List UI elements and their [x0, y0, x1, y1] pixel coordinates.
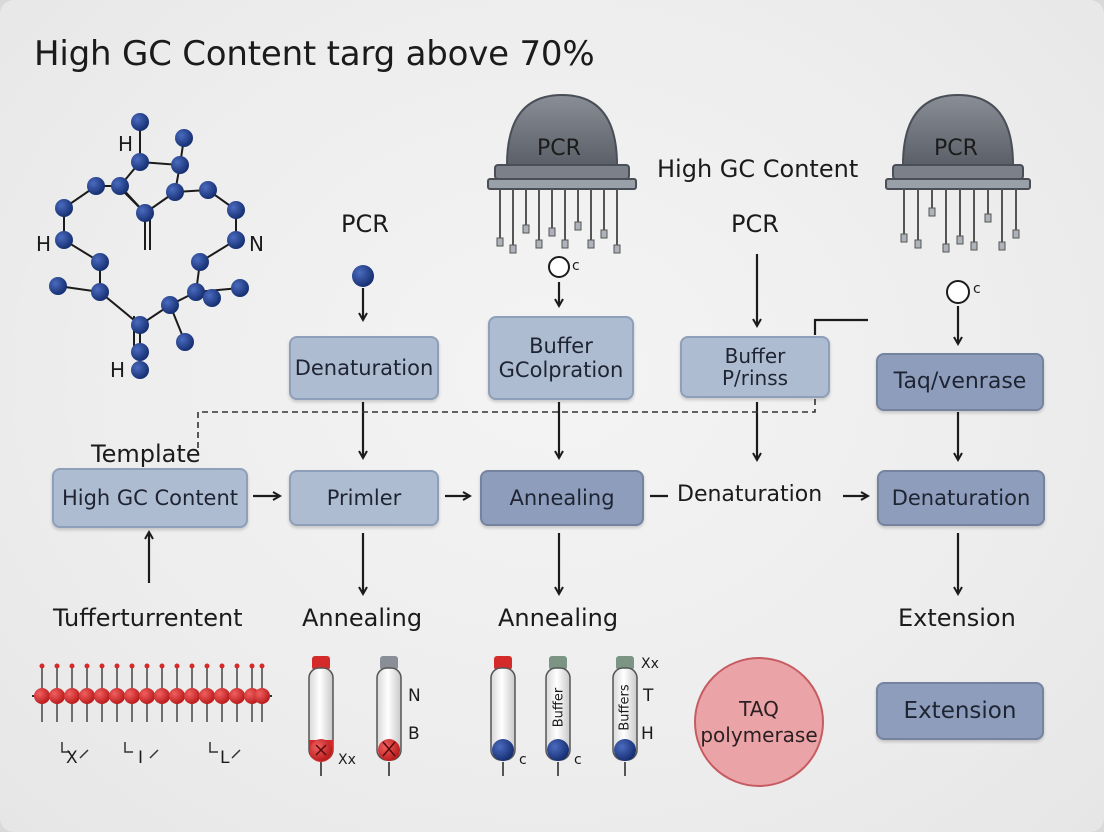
buffer-gc-line1: Buffer — [529, 334, 593, 358]
extension-box[interactable]: Extension — [876, 682, 1044, 740]
buffer-primers-line1: Buffer — [724, 344, 786, 368]
tube-label-h: H — [641, 724, 654, 744]
buffer-primers-line2: P/rinss — [721, 366, 789, 390]
template-label: Template — [91, 440, 201, 468]
tuffer-label: Tufferturrentent — [53, 604, 243, 632]
taq-label-line1: TAQ — [739, 697, 779, 721]
buffer-gc-line2: GColpration — [498, 358, 624, 382]
oxygen-label-right: c — [973, 281, 981, 297]
denaturation-box-top[interactable]: Denaturation — [289, 336, 439, 400]
pcr-label-left: PCR — [341, 210, 389, 238]
high-gc-content-box[interactable]: High GC Content — [52, 468, 248, 528]
molecule-atoms — [49, 113, 249, 379]
tube-label-c2: c — [574, 752, 582, 768]
tube-label-buffer2: Buffers — [617, 684, 633, 731]
strand-mark-2: I — [138, 748, 144, 768]
tube-label-c1: c — [519, 752, 527, 768]
oxygen-marker-1 — [548, 256, 570, 278]
denaturation-text: Denaturation — [677, 482, 823, 507]
tube-label-buffer1: Buffer — [551, 687, 567, 728]
flow-arrows — [149, 254, 958, 594]
strand-mark-1: X — [66, 748, 78, 768]
tube-4 — [545, 656, 571, 776]
molecule-label-h1: H — [118, 132, 134, 156]
buffer-primers-box[interactable]: Buffer P/rinss — [680, 336, 830, 398]
pcr-machine-1 — [487, 93, 637, 254]
tube-3 — [490, 656, 516, 776]
tube-label-xx1: Xx — [338, 752, 356, 768]
pcr-machine-label-1: PCR — [537, 136, 581, 161]
denaturation-box[interactable]: Denaturation — [877, 470, 1045, 526]
bracket-line — [813, 318, 868, 335]
molecule-label-n: N — [249, 232, 264, 256]
taq-label-line2: polymerase — [700, 723, 818, 747]
tube-label-b: B — [408, 724, 420, 744]
dna-strand — [32, 663, 272, 759]
tube-5 — [612, 656, 638, 776]
molecule-label-h2: H — [36, 232, 52, 256]
molecule-label-h3: H — [110, 358, 126, 382]
pcr-label-right: PCR — [731, 210, 779, 238]
strand-mark-3: L — [220, 748, 230, 768]
page-title: High GC Content targ above 70% — [34, 34, 595, 74]
tube-1 — [308, 656, 334, 776]
annealing-label-1: Annealing — [302, 604, 423, 632]
high-gc-content-label: High GC Content — [657, 155, 859, 183]
molecule-bonds — [57, 122, 241, 352]
pcr-machine-label-2: PCR — [934, 136, 978, 161]
tube-2 — [376, 656, 402, 776]
annealing-label-2: Annealing — [498, 604, 619, 632]
oxygen-marker-2 — [946, 280, 970, 304]
tube-label-t: T — [643, 686, 654, 706]
primer-box[interactable]: Primler — [289, 470, 439, 526]
tube-label-xx2: Xx — [641, 656, 659, 672]
oxygen-label-left: c — [572, 258, 580, 274]
annealing-box[interactable]: Annealing — [480, 470, 644, 526]
taq-polymerase-box[interactable]: Taq/venrase — [876, 353, 1044, 411]
atom-marker — [352, 265, 374, 287]
extension-label: Extension — [898, 604, 1016, 632]
tube-label-n: N — [408, 686, 421, 706]
pcr-machine-2 — [885, 93, 1031, 253]
dashed-link — [197, 390, 816, 448]
buffer-gc-box[interactable]: Buffer GColpration — [488, 316, 634, 400]
taq-polymerase-circle: TAQ polymerase — [694, 657, 824, 787]
